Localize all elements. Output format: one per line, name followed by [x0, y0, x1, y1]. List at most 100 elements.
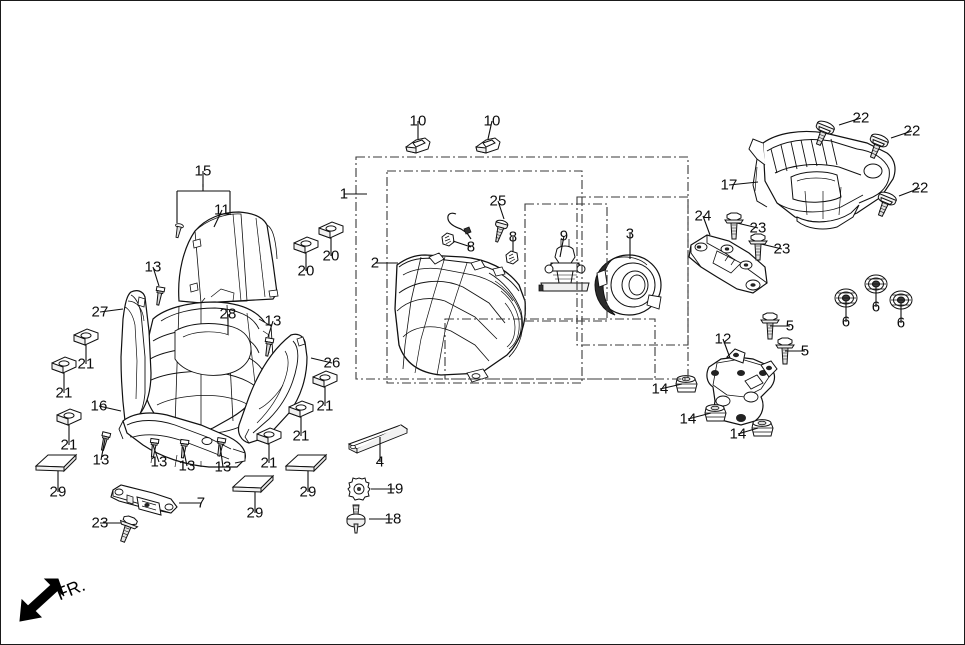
leader-line-24 [702, 215, 711, 236]
callout-number-8[interactable]: 8 [508, 228, 518, 246]
callout-number-8[interactable]: 8 [466, 238, 476, 256]
callout-number-9[interactable]: 9 [559, 227, 569, 245]
callout-number-16[interactable]: 16 [90, 397, 108, 415]
callout-number-14[interactable]: 14 [679, 410, 697, 428]
leader-line-16 [98, 405, 122, 412]
callout-number-17[interactable]: 17 [720, 176, 738, 194]
callout-number-21[interactable]: 21 [55, 384, 73, 402]
callout-number-13[interactable]: 13 [264, 312, 282, 330]
leader-line-22 [838, 117, 862, 126]
callout-number-28[interactable]: 28 [219, 305, 237, 323]
leader-line-12 [722, 338, 731, 359]
callout-number-11[interactable]: 11 [214, 201, 230, 219]
leader-line-22 [898, 187, 921, 197]
callout-number-5[interactable]: 5 [785, 317, 795, 335]
group-9 [524, 203, 608, 322]
callout-number-10[interactable]: 10 [409, 112, 427, 130]
part-4-trim-strip [347, 424, 409, 454]
callout-number-13[interactable]: 13 [150, 453, 168, 471]
part-7-latch-bracket [110, 484, 178, 516]
callout-number-4[interactable]: 4 [375, 453, 385, 471]
callout-number-6[interactable]: 6 [896, 314, 906, 332]
callout-number-14[interactable]: 14 [651, 380, 669, 398]
callout-number-27[interactable]: 27 [91, 303, 109, 321]
leader-line-13 [152, 444, 160, 463]
callout-number-20[interactable]: 20 [297, 262, 315, 280]
callout-number-19[interactable]: 19 [386, 480, 404, 498]
callout-number-21[interactable]: 21 [77, 355, 95, 373]
group-3 [576, 196, 689, 346]
leader-line-9 [559, 235, 565, 258]
leader-line-13 [182, 446, 188, 467]
callout-number-21[interactable]: 21 [60, 436, 78, 454]
callout-number-13[interactable]: 13 [144, 258, 162, 276]
fr-arrow-icon [19, 578, 65, 622]
callout-number-23[interactable]: 23 [91, 514, 109, 532]
leader-line-14 [687, 412, 712, 420]
callout-number-22[interactable]: 22 [852, 109, 870, 127]
callout-number-29[interactable]: 29 [246, 504, 264, 522]
callout-number-21[interactable]: 21 [260, 454, 278, 472]
leader-line-23 [760, 243, 783, 250]
leader-line-11 [213, 209, 223, 228]
callout-number-13[interactable]: 13 [92, 451, 110, 469]
callout-number-26[interactable]: 26 [323, 354, 341, 372]
callout-number-10[interactable]: 10 [483, 112, 501, 130]
callout-number-22[interactable]: 22 [903, 122, 921, 140]
callout-number-21[interactable]: 21 [316, 397, 334, 415]
callout-number-3[interactable]: 3 [625, 225, 635, 243]
group-2-lower [444, 318, 656, 380]
part-19-adjuster-gear [347, 477, 371, 501]
callout-number-24[interactable]: 24 [694, 207, 712, 225]
callout-number-23[interactable]: 23 [749, 219, 767, 237]
leader-line-13 [267, 320, 274, 338]
leader-line-8 [452, 240, 472, 248]
callout-number-23[interactable]: 23 [773, 240, 791, 258]
part-2-headlight-unit [394, 252, 527, 383]
callout-number-12[interactable]: 12 [714, 330, 732, 348]
callout-number-21[interactable]: 21 [292, 427, 310, 445]
leader-line-27 [99, 308, 124, 313]
callout-number-5[interactable]: 5 [800, 342, 810, 360]
part-17-headlight-stay [748, 130, 896, 230]
callout-number-1[interactable]: 1 [339, 185, 349, 203]
leader-line-14 [659, 383, 683, 390]
callout-number-6[interactable]: 6 [841, 313, 851, 331]
callout-number-13[interactable]: 13 [214, 458, 232, 476]
wire-retainer [447, 212, 472, 240]
leader-line-17 [728, 181, 759, 186]
group-2 [386, 170, 583, 384]
callout-number-6[interactable]: 6 [871, 298, 881, 316]
callout-number-20[interactable]: 20 [322, 247, 340, 265]
callout-number-18[interactable]: 18 [384, 510, 402, 528]
callout-number-22[interactable]: 22 [911, 179, 929, 197]
leader-line-22 [890, 130, 913, 139]
callout-number-14[interactable]: 14 [729, 425, 747, 443]
leader-bracket-15 [176, 184, 231, 223]
part-18-adjuster-screw [346, 504, 366, 534]
callout-number-29[interactable]: 29 [49, 483, 67, 501]
part-24-bracket [688, 234, 768, 294]
part-3-dust-cover [594, 254, 662, 316]
callout-number-15[interactable]: 15 [194, 162, 212, 180]
leader-line-10 [487, 120, 493, 140]
leader-line-25 [497, 200, 505, 220]
part-11-windshield [178, 211, 279, 304]
callout-number-2[interactable]: 2 [370, 254, 380, 272]
leader-line-23 [736, 222, 759, 229]
leader-line-13 [152, 266, 160, 287]
callout-number-29[interactable]: 29 [299, 483, 317, 501]
leader-line-13 [100, 438, 106, 461]
part-25-screw [495, 219, 509, 243]
callout-number-13[interactable]: 13 [178, 457, 196, 475]
part-15-screw [175, 223, 184, 239]
leader-line-26 [310, 357, 333, 364]
callout-number-7[interactable]: 7 [196, 494, 206, 512]
callout-number-25[interactable]: 25 [489, 192, 507, 210]
